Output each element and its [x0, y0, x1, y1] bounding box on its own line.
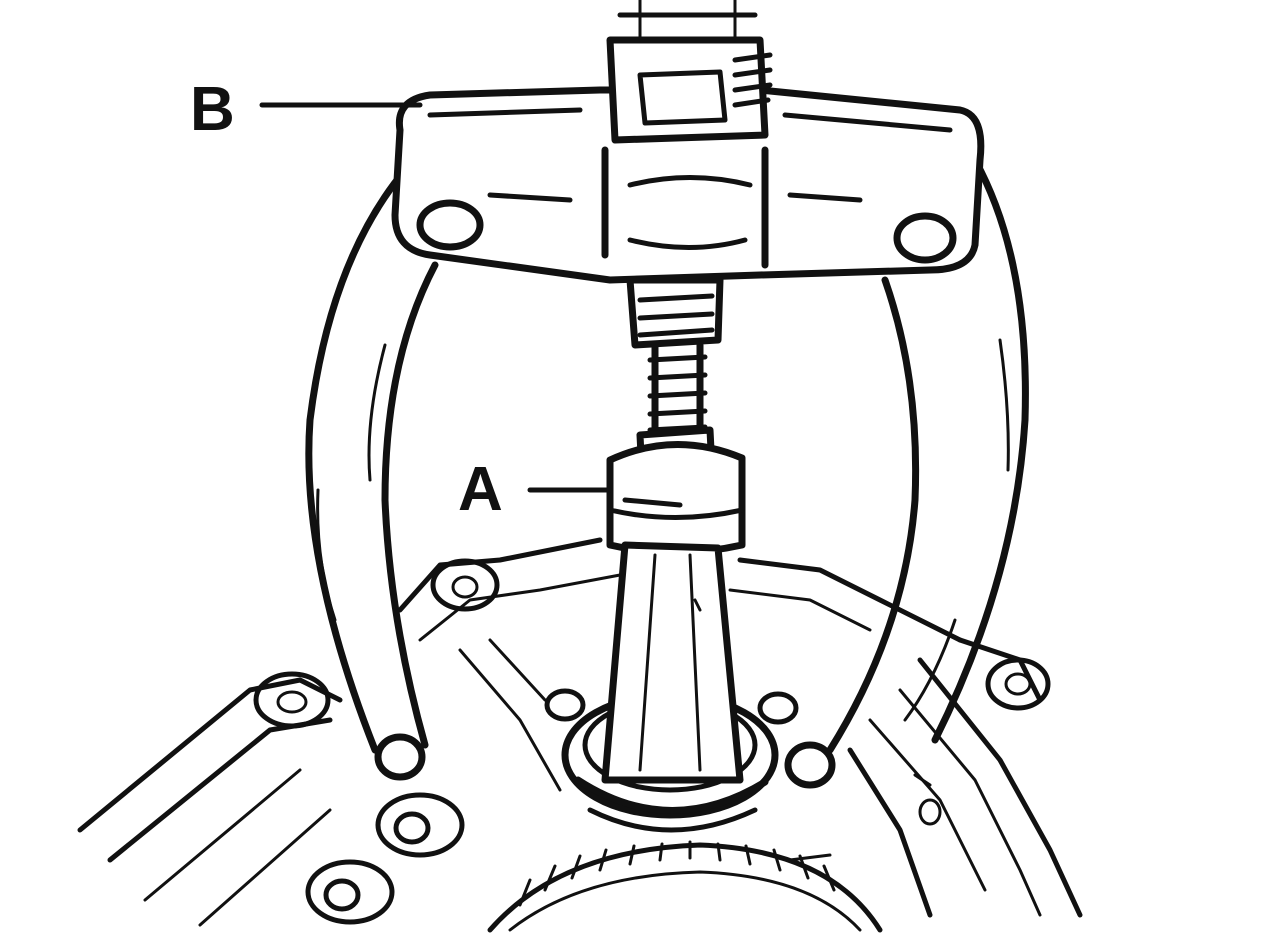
forcing-screw [606, 0, 773, 479]
puller-arms [305, 156, 1029, 789]
transmission-case [77, 537, 1083, 933]
label-a: A [458, 455, 503, 524]
label-b: B [190, 75, 235, 144]
bearing-adapter [601, 441, 746, 784]
callout-leaders [259, 102, 613, 493]
puller-crossbar [391, 86, 985, 284]
